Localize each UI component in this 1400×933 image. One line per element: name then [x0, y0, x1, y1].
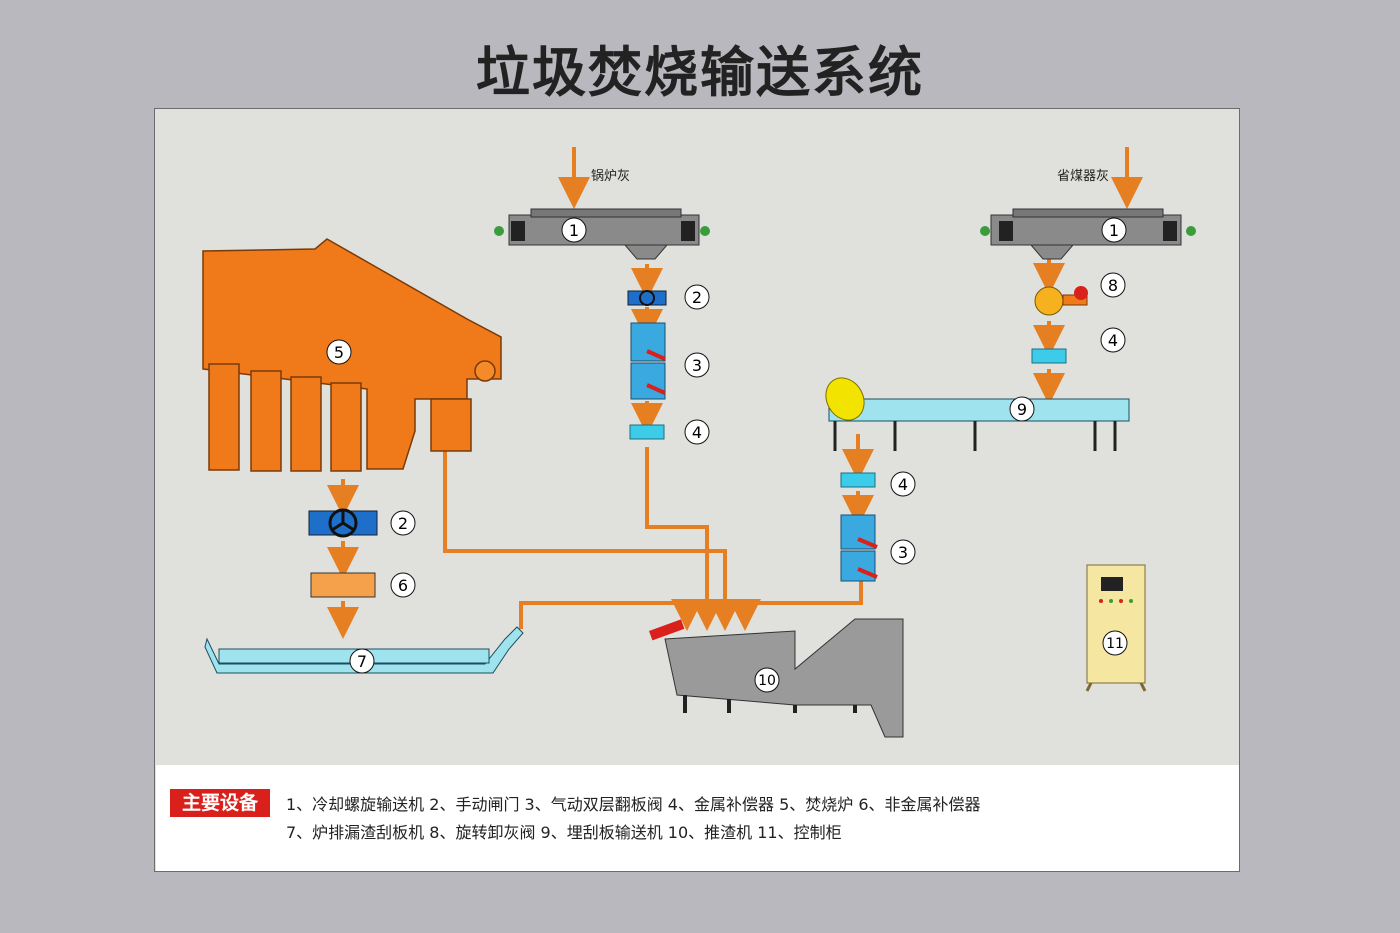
label-boiler-ash: 锅炉灰 — [591, 169, 631, 184]
svg-text:3: 3 — [692, 356, 702, 375]
svg-text:10: 10 — [758, 673, 776, 689]
flow-7-10 — [519, 599, 703, 631]
flow-lines — [327, 147, 1143, 639]
svg-text:7: 7 — [357, 652, 367, 671]
marker-2a: 2 — [684, 284, 710, 310]
marker-8: 8 — [1100, 272, 1126, 298]
legend-line-1: 1、冷却螺旋输送机 2、手动闸门 3、气动双层翻板阀 4、金属补偿器 5、焚烧炉… — [286, 795, 981, 814]
svg-text:1: 1 — [569, 221, 579, 240]
marker-9: 9 — [1009, 396, 1035, 422]
marker-2b: 2 — [390, 510, 416, 536]
flap-valve-top — [630, 322, 666, 400]
slag-pusher — [649, 618, 904, 738]
legend: 主要设备 1、冷却螺旋输送机 2、手动闸门 3、气动双层翻板阀 4、金属补偿器 … — [156, 765, 1239, 871]
flow-diagram: 1 1 2 2 3 3 4 4 4 5 6 7 8 9 10 11 — [202, 147, 1196, 738]
marker-7: 7 — [349, 648, 375, 674]
number-markers: 1 1 2 2 3 3 4 4 4 5 6 7 8 9 10 11 — [326, 217, 1128, 693]
legend-line-2: 7、炉排漏渣刮板机 8、旋转卸灰阀 9、埋刮板输送机 10、推渣机 11、控制柜 — [286, 823, 842, 842]
svg-text:2: 2 — [398, 514, 408, 533]
svg-text:3: 3 — [898, 543, 908, 562]
svg-text:8: 8 — [1108, 276, 1118, 295]
marker-4a: 4 — [684, 419, 710, 445]
marker-1b: 1 — [1101, 217, 1127, 243]
svg-text:4: 4 — [1108, 331, 1118, 350]
metal-compensator-c — [840, 472, 876, 488]
svg-text:11: 11 — [1106, 636, 1124, 652]
rotary-discharge-valve — [1034, 286, 1088, 316]
marker-4b: 4 — [1100, 327, 1126, 353]
svg-text:9: 9 — [1017, 400, 1027, 419]
non-metal-compensator — [310, 572, 376, 598]
control-cabinet — [1085, 564, 1147, 692]
manual-gate-bottom — [308, 508, 378, 538]
legend-heading: 主要设备 — [170, 789, 270, 817]
flow-5-10 — [443, 449, 741, 631]
svg-text:5: 5 — [334, 343, 344, 362]
label-economizer-ash: 省煤器灰 — [1057, 169, 1110, 184]
svg-text:4: 4 — [898, 475, 908, 494]
flow-3b-10 — [729, 577, 863, 631]
page-title: 垃圾焚烧输送系统 — [476, 41, 924, 104]
flow-4-10a — [645, 447, 723, 631]
marker-3a: 3 — [684, 352, 710, 378]
marker-10: 10 — [754, 667, 780, 693]
screw-conveyor-right — [980, 208, 1196, 260]
svg-text:2: 2 — [692, 288, 702, 307]
metal-compensator-a — [629, 424, 665, 440]
svg-text:4: 4 — [692, 423, 702, 442]
svg-text:6: 6 — [398, 576, 408, 595]
marker-6: 6 — [390, 572, 416, 598]
svg-text:1: 1 — [1109, 221, 1119, 240]
screw-conveyor-left — [494, 208, 710, 260]
incinerator — [202, 238, 502, 472]
flap-valve-bottom — [840, 514, 878, 582]
diagram-panel: 1 1 2 2 3 3 4 4 4 5 6 7 8 9 10 11 锅炉灰 省煤… — [154, 108, 1240, 872]
marker-5: 5 — [326, 339, 352, 365]
marker-11: 11 — [1102, 630, 1128, 656]
metal-compensator-b — [1031, 348, 1067, 364]
marker-3b: 3 — [890, 539, 916, 565]
manual-gate-top — [627, 290, 667, 306]
marker-1a: 1 — [561, 217, 587, 243]
marker-4c: 4 — [890, 471, 916, 497]
buried-scraper-conveyor — [825, 377, 1130, 451]
